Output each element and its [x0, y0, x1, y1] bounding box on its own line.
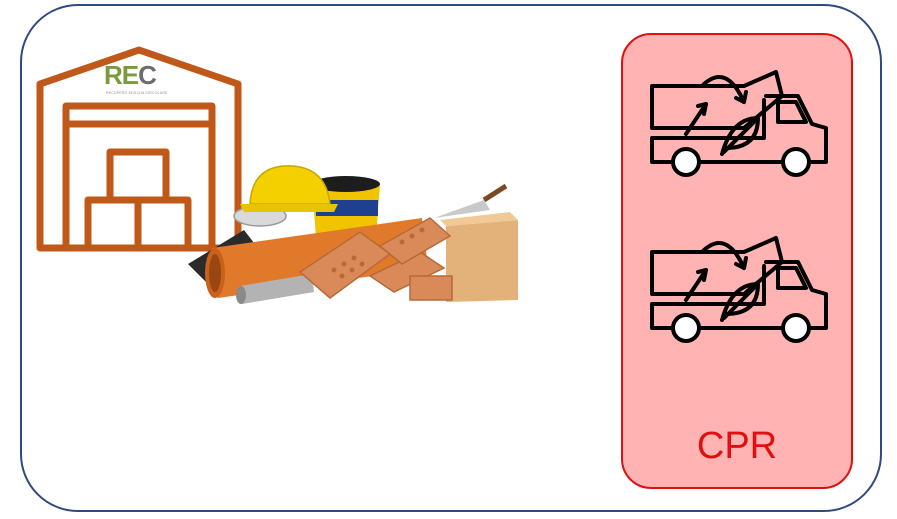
- logo-text-accent: C: [138, 60, 156, 90]
- rec-logo: REC RECUPERO EDILIZIA CIRCOLARE: [104, 62, 174, 102]
- logo-subtitle: RECUPERO EDILIZIA CIRCOLARE: [106, 91, 168, 95]
- logo-text-main: RE: [104, 60, 138, 90]
- eco-concrete-mixer-truck-icon: [646, 68, 830, 184]
- construction-materials-image: [184, 160, 524, 320]
- eco-concrete-mixer-truck-icon: [646, 234, 830, 350]
- cpr-label: CPR: [621, 424, 853, 468]
